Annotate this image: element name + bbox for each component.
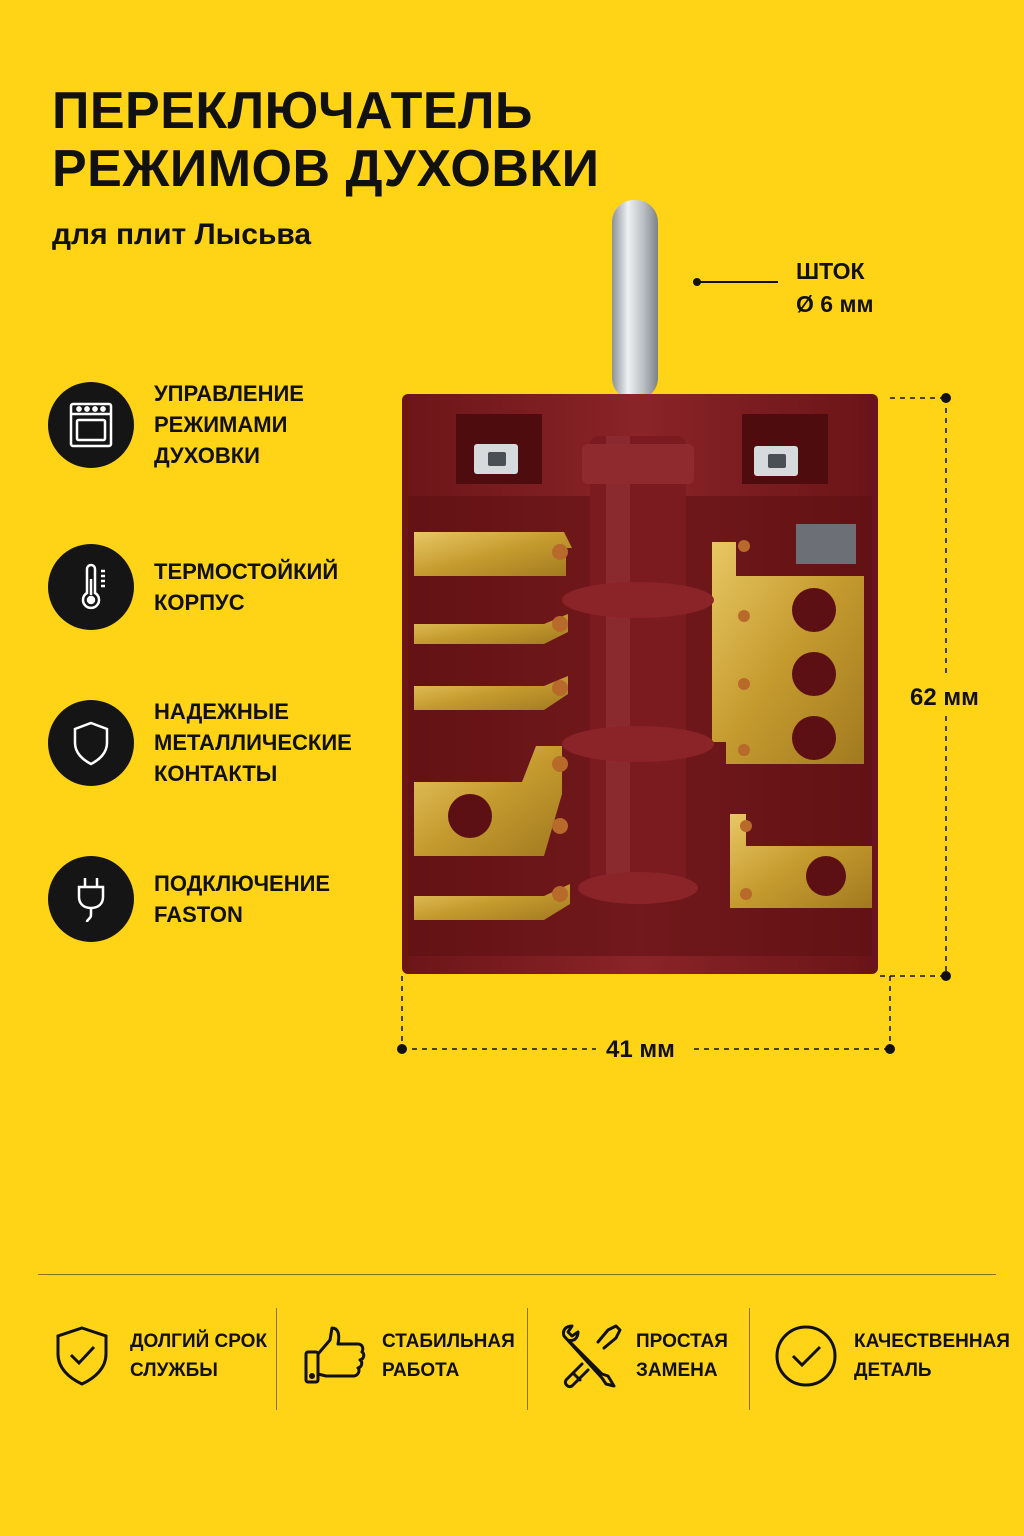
benefit-text: ПРОСТАЯ ЗАМЕНА [636, 1327, 728, 1385]
feature-text: ТЕРМОСТОЙКИЙ КОРПУС [154, 556, 338, 618]
benefit-text-line: ДЕТАЛЬ [854, 1360, 932, 1381]
feature-text-line: КОНТАКТЫ [154, 761, 278, 786]
benefit-separator [276, 1308, 277, 1410]
right-contacts [712, 524, 872, 908]
oven-switch-illustration [402, 200, 878, 974]
benefit-item-quality: КАЧЕСТВЕННАЯ ДЕТАЛЬ [774, 1322, 1010, 1390]
feature-text-line: НАДЕЖНЫЕ [154, 699, 289, 724]
height-dimension-label: 62 мм [910, 684, 979, 711]
feature-text-line: УПРАВЛЕНИЕ [154, 381, 304, 406]
benefit-text: СТАБИЛЬНАЯ РАБОТА [382, 1327, 515, 1385]
feature-text-line: МЕТАЛЛИЧЕСКИЕ [154, 730, 352, 755]
benefit-separator [749, 1308, 750, 1410]
shield-check-icon [56, 1326, 108, 1386]
product-subtitle: для плит Лысьва [52, 218, 312, 251]
feature-text-line: РЕЖИМАМИ [154, 412, 288, 437]
stem-label: ШТОК Ø 6 мм [796, 255, 874, 321]
benefit-text: ДОЛГИЙ СРОК СЛУЖБЫ [130, 1327, 267, 1385]
feature-text-line: ПОДКЛЮЧЕНИЕ [154, 871, 331, 896]
feature-text: УПРАВЛЕНИЕ РЕЖИМАМИ ДУХОВКИ [154, 378, 304, 471]
feature-text-line: ДУХОВКИ [154, 443, 260, 468]
title-line-1: ПЕРЕКЛЮЧАТЕЛЬ [52, 82, 533, 140]
benefit-item-easy-replacement: ПРОСТАЯ ЗАМЕНА [556, 1322, 728, 1390]
benefit-text-line: СТАБИЛЬНАЯ [382, 1331, 515, 1352]
feature-text: ПОДКЛЮЧЕНИЕ FASTON [154, 868, 330, 930]
shaft [612, 200, 658, 400]
oven-icon [69, 402, 113, 447]
benefit-separator [527, 1308, 528, 1410]
feature-icon-circle [48, 699, 134, 786]
benefit-text-line: ДОЛГИЙ СРОК [130, 1331, 268, 1352]
shield-icon [73, 721, 109, 765]
title-line-2: РЕЖИМОВ ДУХОВКИ [52, 140, 600, 198]
benefit-text-line: РАБОТА [382, 1360, 460, 1381]
feature-icon-circle [48, 544, 134, 630]
thumbs-up-icon [304, 1326, 366, 1384]
feature-text-line: КОРПУС [154, 590, 245, 615]
feature-item-plug: ПОДКЛЮЧЕНИЕ FASTON [48, 856, 330, 942]
benefit-text: КАЧЕСТВЕННАЯ ДЕТАЛЬ [854, 1327, 1010, 1385]
check-circle-icon [775, 1325, 837, 1387]
stem-label-line-1: ШТОК [796, 258, 865, 284]
stem-pointer-line [693, 278, 778, 286]
width-dimension-label: 41 мм [606, 1036, 675, 1063]
feature-text: НАДЕЖНЫЕ МЕТАЛЛИЧЕСКИЕ КОНТАКТЫ [154, 696, 352, 789]
product-title: ПЕРЕКЛЮЧАТЕЛЬ РЕЖИМОВ ДУХОВКИ [52, 82, 599, 198]
cam-shaft [562, 436, 714, 904]
benefit-item-stable: СТАБИЛЬНАЯ РАБОТА [302, 1322, 515, 1390]
feature-icon-circle [48, 856, 134, 942]
thermometer-icon [81, 563, 105, 610]
feature-icon-circle [48, 381, 134, 468]
benefit-text-line: СЛУЖБЫ [130, 1360, 218, 1381]
plug-icon [77, 878, 105, 923]
left-contacts [414, 532, 572, 920]
feature-item-oven: УПРАВЛЕНИЕ РЕЖИМАМИ ДУХОВКИ [48, 378, 304, 471]
feature-text-line: FASTON [154, 902, 243, 927]
benefit-text-line: КАЧЕСТВЕННАЯ [854, 1331, 1010, 1352]
stem-label-line-2: Ø 6 мм [796, 291, 874, 317]
feature-item-thermometer: ТЕРМОСТОЙКИЙ КОРПУС [48, 544, 338, 630]
tools-icon [562, 1324, 622, 1388]
benefits-divider [38, 1274, 996, 1275]
feature-text-line: ТЕРМОСТОЙКИЙ [154, 559, 339, 584]
feature-item-shield: НАДЕЖНЫЕ МЕТАЛЛИЧЕСКИЕ КОНТАКТЫ [48, 696, 352, 789]
benefit-item-longevity: ДОЛГИЙ СРОК СЛУЖБЫ [50, 1322, 267, 1390]
benefit-text-line: ПРОСТАЯ [636, 1331, 728, 1352]
benefit-text-line: ЗАМЕНА [636, 1360, 718, 1381]
